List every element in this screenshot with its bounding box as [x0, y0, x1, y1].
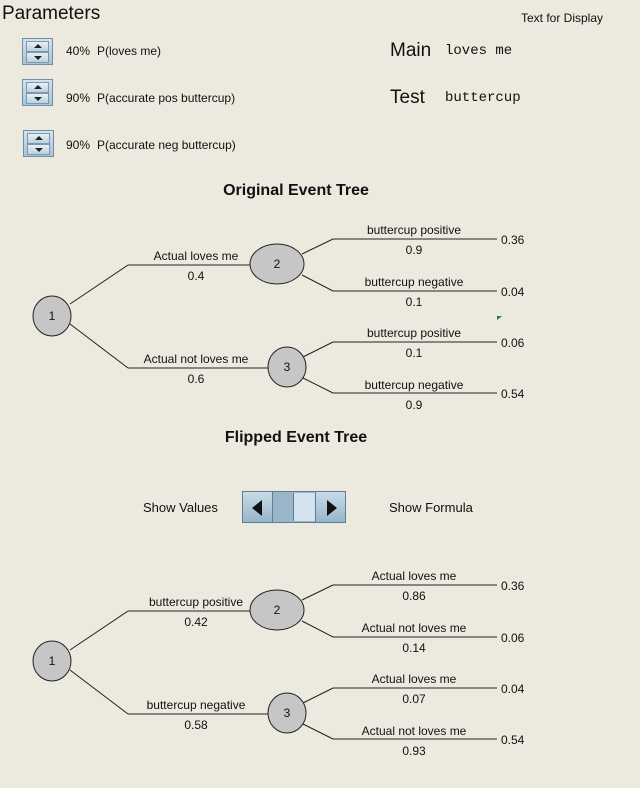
branch-prob: 0.07: [402, 692, 426, 706]
node-2: [249, 589, 305, 631]
scroll-thumb[interactable]: [293, 493, 315, 521]
up-arrow-icon: [34, 85, 42, 89]
spinner-loves-me[interactable]: [22, 38, 53, 65]
node-label: 3: [283, 706, 291, 720]
branch-line: [302, 723, 334, 740]
flipped-tree-title: Flipped Event Tree: [224, 429, 368, 446]
branch-label: buttercup negative: [146, 698, 246, 712]
node-2: [249, 243, 305, 285]
up-arrow-icon: [35, 136, 43, 140]
branch-label: Actual not loves me: [361, 621, 467, 635]
branch-line: [69, 323, 129, 369]
branch-line: [302, 377, 334, 394]
endpoint-value: 0.06: [501, 336, 525, 350]
branch-line: [302, 341, 334, 358]
endpoint-value: 0.36: [501, 233, 525, 247]
branch-prob: 0.9: [405, 398, 423, 412]
branch-prob: 0.6: [187, 372, 205, 386]
parameters-title: Parameters: [2, 3, 101, 24]
branch-prob: 0.86: [402, 589, 426, 603]
node-label: 1: [48, 309, 56, 323]
left-arrow-icon: [252, 500, 262, 516]
spin-up-button[interactable]: [26, 41, 49, 52]
spin-down-button[interactable]: [26, 93, 49, 104]
endpoint-value: 0.54: [501, 387, 525, 401]
branch-label: Actual loves me: [371, 569, 457, 583]
branch-prob: 0.1: [405, 295, 423, 309]
branch-label: buttercup negative: [364, 275, 464, 289]
endpoint-value: 0.54: [501, 733, 525, 747]
branch-line: [302, 687, 334, 704]
branch-line: [69, 264, 129, 305]
spin-down-button[interactable]: [27, 144, 50, 155]
node-3: [267, 346, 307, 388]
branch-label: Actual loves me: [371, 672, 457, 686]
right-arrow-icon: [327, 500, 337, 516]
param-value: 40%: [66, 44, 91, 58]
down-arrow-icon: [35, 148, 43, 152]
branch-line: [301, 620, 334, 638]
down-arrow-icon: [34, 97, 42, 101]
node-label: 2: [273, 603, 281, 617]
node-label: 2: [273, 257, 281, 271]
branch-label: buttercup negative: [364, 378, 464, 392]
node-label: 3: [283, 360, 291, 374]
branch-prob: 0.14: [402, 641, 426, 655]
test-label: Test: [390, 87, 425, 108]
down-arrow-icon: [34, 56, 42, 60]
branch-prob: 0.58: [184, 718, 208, 732]
branch-label: buttercup positive: [148, 595, 244, 609]
spin-up-button[interactable]: [26, 82, 49, 93]
branch-label: Actual not loves me: [143, 352, 249, 366]
scroll-track[interactable]: [273, 491, 315, 523]
param-value: 90%: [66, 138, 91, 152]
spinner-accurate-neg[interactable]: [23, 130, 54, 157]
branch-label: buttercup positive: [366, 326, 462, 340]
scroll-right-button[interactable]: [315, 491, 346, 523]
endpoint-value: 0.04: [501, 285, 525, 299]
branch-prob: 0.42: [184, 615, 208, 629]
scroll-left-button[interactable]: [242, 491, 273, 523]
branch-line: [69, 669, 129, 715]
spinner-accurate-pos[interactable]: [22, 79, 53, 106]
main-value: loves me: [445, 43, 513, 59]
spin-down-button[interactable]: [26, 52, 49, 63]
main-label: Main: [390, 40, 432, 61]
show-values-label[interactable]: Show Values: [143, 500, 218, 515]
branch-prob: 0.4: [187, 269, 205, 283]
param-label: P(loves me): [97, 44, 162, 58]
branch-prob: 0.9: [405, 243, 423, 257]
flipped-tree-lines: [32, 584, 497, 740]
param-label: P(accurate neg buttercup): [97, 138, 236, 152]
original-tree-lines: [32, 238, 502, 394]
branch-line: [301, 238, 334, 255]
flipped-event-tree: 1 2 3 buttercup positive 0.42 buttercup …: [0, 558, 640, 758]
node-3: [267, 692, 307, 734]
branch-line: [301, 584, 334, 601]
node-1: [32, 640, 72, 682]
node-label: 1: [48, 654, 56, 668]
cell-comment-marker: [497, 316, 502, 320]
spin-up-button[interactable]: [27, 133, 50, 144]
endpoint-value: 0.36: [501, 579, 525, 593]
branch-line: [69, 610, 129, 651]
branch-line: [301, 274, 334, 292]
show-formula-label[interactable]: Show Formula: [389, 500, 473, 515]
up-arrow-icon: [34, 44, 42, 48]
text-for-display-header: Text for Display: [521, 11, 604, 25]
branch-label: Actual not loves me: [361, 724, 467, 738]
branch-prob: 0.1: [405, 346, 423, 360]
endpoint-value: 0.06: [501, 631, 525, 645]
endpoint-value: 0.04: [501, 682, 525, 696]
test-value: buttercup: [445, 90, 521, 106]
show-values-formula-scrollbar[interactable]: [242, 491, 346, 523]
branch-label: buttercup positive: [366, 223, 462, 237]
branch-label: Actual loves me: [153, 249, 239, 263]
node-1: [32, 295, 72, 337]
branch-prob: 0.93: [402, 744, 426, 758]
original-event-tree: 1 2 3 Actual loves me 0.4 Actual not lov…: [0, 212, 640, 412]
param-label: P(accurate pos buttercup): [97, 91, 236, 105]
original-tree-title: Original Event Tree: [223, 182, 369, 199]
param-value: 90%: [66, 91, 91, 105]
